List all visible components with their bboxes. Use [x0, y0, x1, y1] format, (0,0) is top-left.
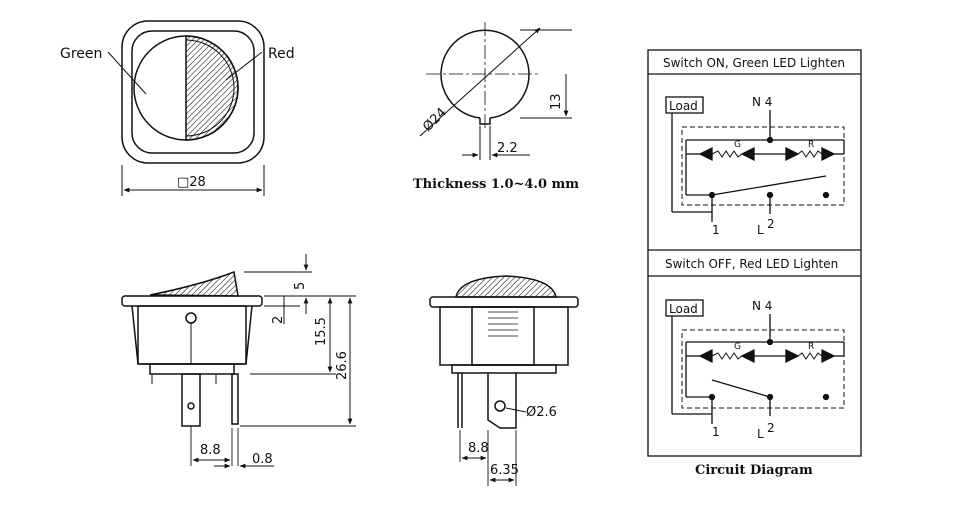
front-view	[107, 20, 265, 196]
circuit-off-title: Switch OFF, Red LED Lighten	[665, 257, 838, 271]
green-label: Green	[60, 46, 102, 62]
circuit-frame	[647, 49, 862, 457]
flange	[121, 295, 263, 307]
diameter-line	[419, 27, 541, 137]
side-dim-body: 15.5	[314, 317, 329, 346]
end-dim-width: 6.35	[490, 463, 519, 478]
circuit-caption: Circuit Diagram	[695, 463, 813, 478]
green-leader	[107, 51, 147, 95]
load-box-off	[665, 299, 704, 317]
side-dim-top: 5	[293, 282, 308, 290]
load-label-on: Load	[669, 99, 698, 113]
terminal-l-on: L	[757, 223, 764, 237]
cutout-diameter-dim: Ø24	[420, 105, 450, 135]
screw	[185, 312, 197, 324]
red-half-hatched	[185, 35, 239, 141]
side-dim-pitch: 8.8	[200, 443, 221, 458]
r-label-off: R	[808, 342, 814, 352]
housing	[137, 305, 247, 365]
terminal-1-on: 1	[712, 223, 720, 237]
circuit-on-title: Switch ON, Green LED Lighten	[663, 56, 845, 70]
cutout-view	[419, 22, 572, 160]
terminal-1	[181, 373, 201, 427]
thickness-caption: Thickness 1.0~4.0 mm	[413, 177, 579, 192]
r-label-on: R	[808, 140, 814, 150]
terminal-2	[231, 373, 239, 425]
terminal-hole	[494, 400, 506, 412]
rocker-shade-arc	[185, 39, 235, 137]
terminal-2-on: 2	[767, 217, 775, 231]
bezel-inner	[131, 30, 255, 154]
end-flange	[429, 296, 579, 308]
bezel-outer	[121, 20, 265, 164]
terminal-l-off: L	[757, 427, 764, 441]
side-view	[121, 254, 356, 469]
rocker-hatched	[149, 270, 239, 297]
cutout-height-dim: 13	[549, 93, 564, 110]
load-box-on	[665, 96, 704, 114]
g-label-on: G	[734, 140, 741, 150]
cutout-key-dim: 2.2	[497, 141, 518, 156]
g-label-off: G	[734, 342, 741, 352]
side-dim-total: 26.6	[335, 351, 350, 380]
circuit-on-panel	[665, 96, 845, 222]
n-label-on: N 4	[752, 95, 772, 109]
red-label: Red	[268, 46, 295, 62]
end-rocker-hatched	[455, 275, 557, 298]
end-view	[429, 275, 579, 486]
n-label-off: N 4	[752, 299, 772, 313]
terminal-1-off: 1	[712, 425, 720, 439]
end-dim-pitch: 8.8	[468, 441, 489, 456]
end-terminal	[487, 373, 517, 429]
base-plate	[149, 363, 235, 375]
circuit-diagram	[647, 49, 862, 457]
red-leader	[225, 51, 263, 81]
circuit-off-panel	[665, 299, 845, 424]
terminal-2-off: 2	[767, 421, 775, 435]
load-label-off: Load	[669, 302, 698, 316]
end-dim-hole: Ø2.6	[526, 405, 557, 420]
front-width-dim: □28	[177, 175, 206, 190]
side-dim-thickness: 0.8	[252, 452, 273, 467]
side-dim-flange: 2	[271, 316, 286, 324]
